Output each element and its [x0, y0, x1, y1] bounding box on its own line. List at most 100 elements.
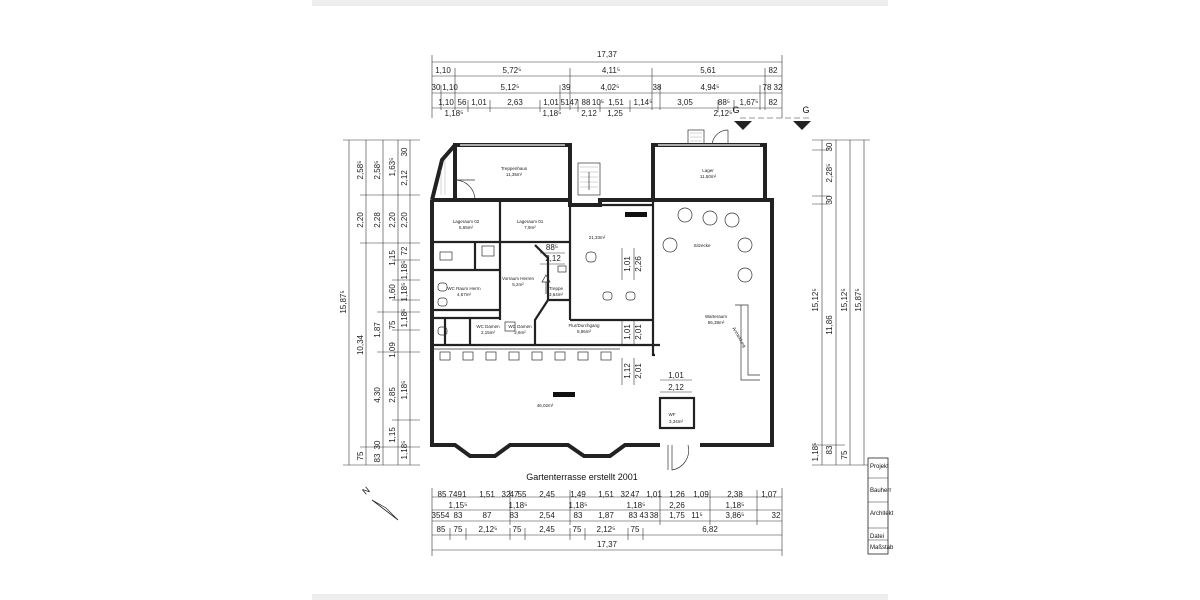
dim-bottom: 11⁵: [691, 511, 703, 520]
dim-bottom: 2,26: [669, 501, 685, 510]
dim-right: 30: [825, 142, 834, 151]
room-area: 8,86m²: [577, 329, 592, 334]
dim-left: 1,09: [388, 342, 397, 358]
dim-interior: 88⁵: [546, 243, 558, 252]
dim-top: 78: [763, 83, 772, 92]
room-area: 2,15m²: [481, 330, 496, 335]
floor-plan: 88⁵ 2,12 1,01 2,26 1,01 2,01 1,12 2,01 1…: [430, 129, 774, 482]
north-arrow: N: [360, 485, 399, 521]
dim-bottom: 1,87: [598, 511, 614, 520]
dim-interior: 2,12: [545, 254, 561, 263]
dim-bottom: 32: [772, 511, 781, 520]
title-block-client: Bauherr: [870, 488, 891, 494]
dim-top: 1,10: [438, 98, 454, 107]
room-area: 3,64m²: [549, 292, 564, 297]
dim-top: 3,05: [677, 98, 693, 107]
dim-right: 83: [825, 445, 834, 454]
dim-interior: 1,12: [623, 363, 632, 379]
dim-right: 2,28⁵: [825, 164, 834, 183]
room-name: WC Raum Herrn: [447, 286, 481, 291]
dim-top: 4,02⁵: [601, 83, 620, 92]
dim-top: 1,25: [607, 109, 623, 118]
room-area: 21,33m²: [589, 235, 606, 240]
dim-bottom: 2,54: [539, 511, 555, 520]
dim-bottom: 6,82: [702, 525, 718, 534]
room-area: 5,65m²: [459, 225, 474, 230]
dim-left: 75: [356, 451, 365, 460]
dim-interior: 1,01: [623, 256, 632, 272]
room-area: 5,2m²: [512, 282, 524, 287]
dim-top: 2,12⁵: [714, 109, 733, 118]
dim-bottom: 83: [629, 511, 638, 520]
room-name: Treppe: [549, 286, 564, 291]
section-marker: G G: [732, 105, 812, 130]
dim-bottom: 1,01: [646, 490, 662, 499]
right-dimension-chains: 30 2,28⁵ 30 11,86 83 15,12⁵ 1,18⁵ 15,12⁵…: [811, 139, 870, 466]
title-block-architect: Architekt: [870, 511, 894, 517]
dim-bottom: 43: [640, 511, 649, 520]
dim-left: 1,18⁵: [400, 441, 409, 460]
dim-left: 2,58⁵: [356, 161, 365, 180]
dim-interior: 2,01: [634, 324, 643, 340]
dim-bottom: 2,38: [727, 490, 743, 499]
dim-bottom: 47: [631, 490, 640, 499]
dim-bottom: 1,26: [669, 490, 685, 499]
dim-bottom: 83: [574, 511, 583, 520]
dim-top: 1,67⁵: [740, 98, 759, 107]
room-name: Lageraum 01: [517, 219, 544, 224]
dim-left: 4,30: [373, 387, 382, 403]
dim-bottom: 32: [621, 490, 630, 499]
dim-bottom: 91: [458, 490, 467, 499]
dim-top: 56: [458, 98, 467, 107]
room-name: Flur/Durchgang: [568, 323, 600, 328]
dim-bottom: 2,45: [539, 490, 555, 499]
dim-left: 1,18⁵: [400, 381, 409, 400]
dim-bottom: 55: [518, 490, 527, 499]
left-dimension-chains: 15,87⁵ 2,58⁵ 2,20 10,34 75 2,58⁵ 2,28 1,…: [339, 139, 420, 466]
dim-bottom: 85: [437, 525, 446, 534]
dim-left: 2,20: [388, 212, 397, 228]
dim-top: 4,94⁵: [701, 83, 720, 92]
dim-top: 1,10: [435, 66, 451, 75]
room-name: Vorraum Herren: [502, 276, 535, 281]
dim-top: 5,72⁵: [503, 66, 522, 75]
room-area: 11,35m²: [506, 172, 523, 177]
room-name: Anmeldung: [731, 326, 747, 349]
dim-right: 1,18⁵: [811, 443, 820, 462]
dim-left: 75: [388, 320, 397, 329]
dim-interior: 1,01: [623, 324, 632, 340]
dim-top: 1,18⁵: [543, 109, 562, 118]
dim-top: 10⁵: [592, 98, 604, 107]
dim-left: 30: [373, 440, 382, 449]
dim-left: 2,28: [373, 212, 382, 228]
dim-top: 38: [653, 83, 662, 92]
dim-bottom: 74: [449, 490, 458, 499]
dim-bottom: 1,18⁵: [569, 501, 588, 510]
room-name: Lager: [702, 168, 714, 173]
dim-top: 47: [570, 98, 579, 107]
section-marker-right-label: G: [802, 105, 809, 115]
room-area: 56,38m²: [708, 320, 725, 325]
dim-left: 1,63⁵: [388, 158, 397, 177]
dim-left: 1,87: [373, 322, 382, 338]
north-arrow-icon: [371, 499, 399, 521]
dim-top: 1,10: [442, 83, 458, 92]
dim-left: 30: [400, 147, 409, 156]
dim-top: 2,63: [507, 98, 523, 107]
dim-top: 5,12⁵: [501, 83, 520, 92]
dim-bottom: 1,18⁵: [509, 501, 528, 510]
dim-bottom: 3,86⁵: [726, 511, 745, 520]
dim-top: 4,11⁵: [602, 66, 620, 75]
dim-bottom: 75: [454, 525, 463, 534]
room-name: WC Damen: [508, 324, 532, 329]
dim-top: 88: [582, 98, 591, 107]
dim-top: 82: [769, 98, 778, 107]
dim-top: 1,01: [471, 98, 487, 107]
dim-bottom: 1,51: [598, 490, 614, 499]
north-arrow-label: N: [360, 485, 371, 497]
dim-interior: 2,01: [634, 363, 643, 379]
dim-right: 11,86: [825, 315, 834, 335]
dim-right: 30: [825, 195, 834, 204]
bottom-scan-band: [312, 594, 888, 600]
dim-bottom: 2,12⁵: [597, 525, 616, 534]
